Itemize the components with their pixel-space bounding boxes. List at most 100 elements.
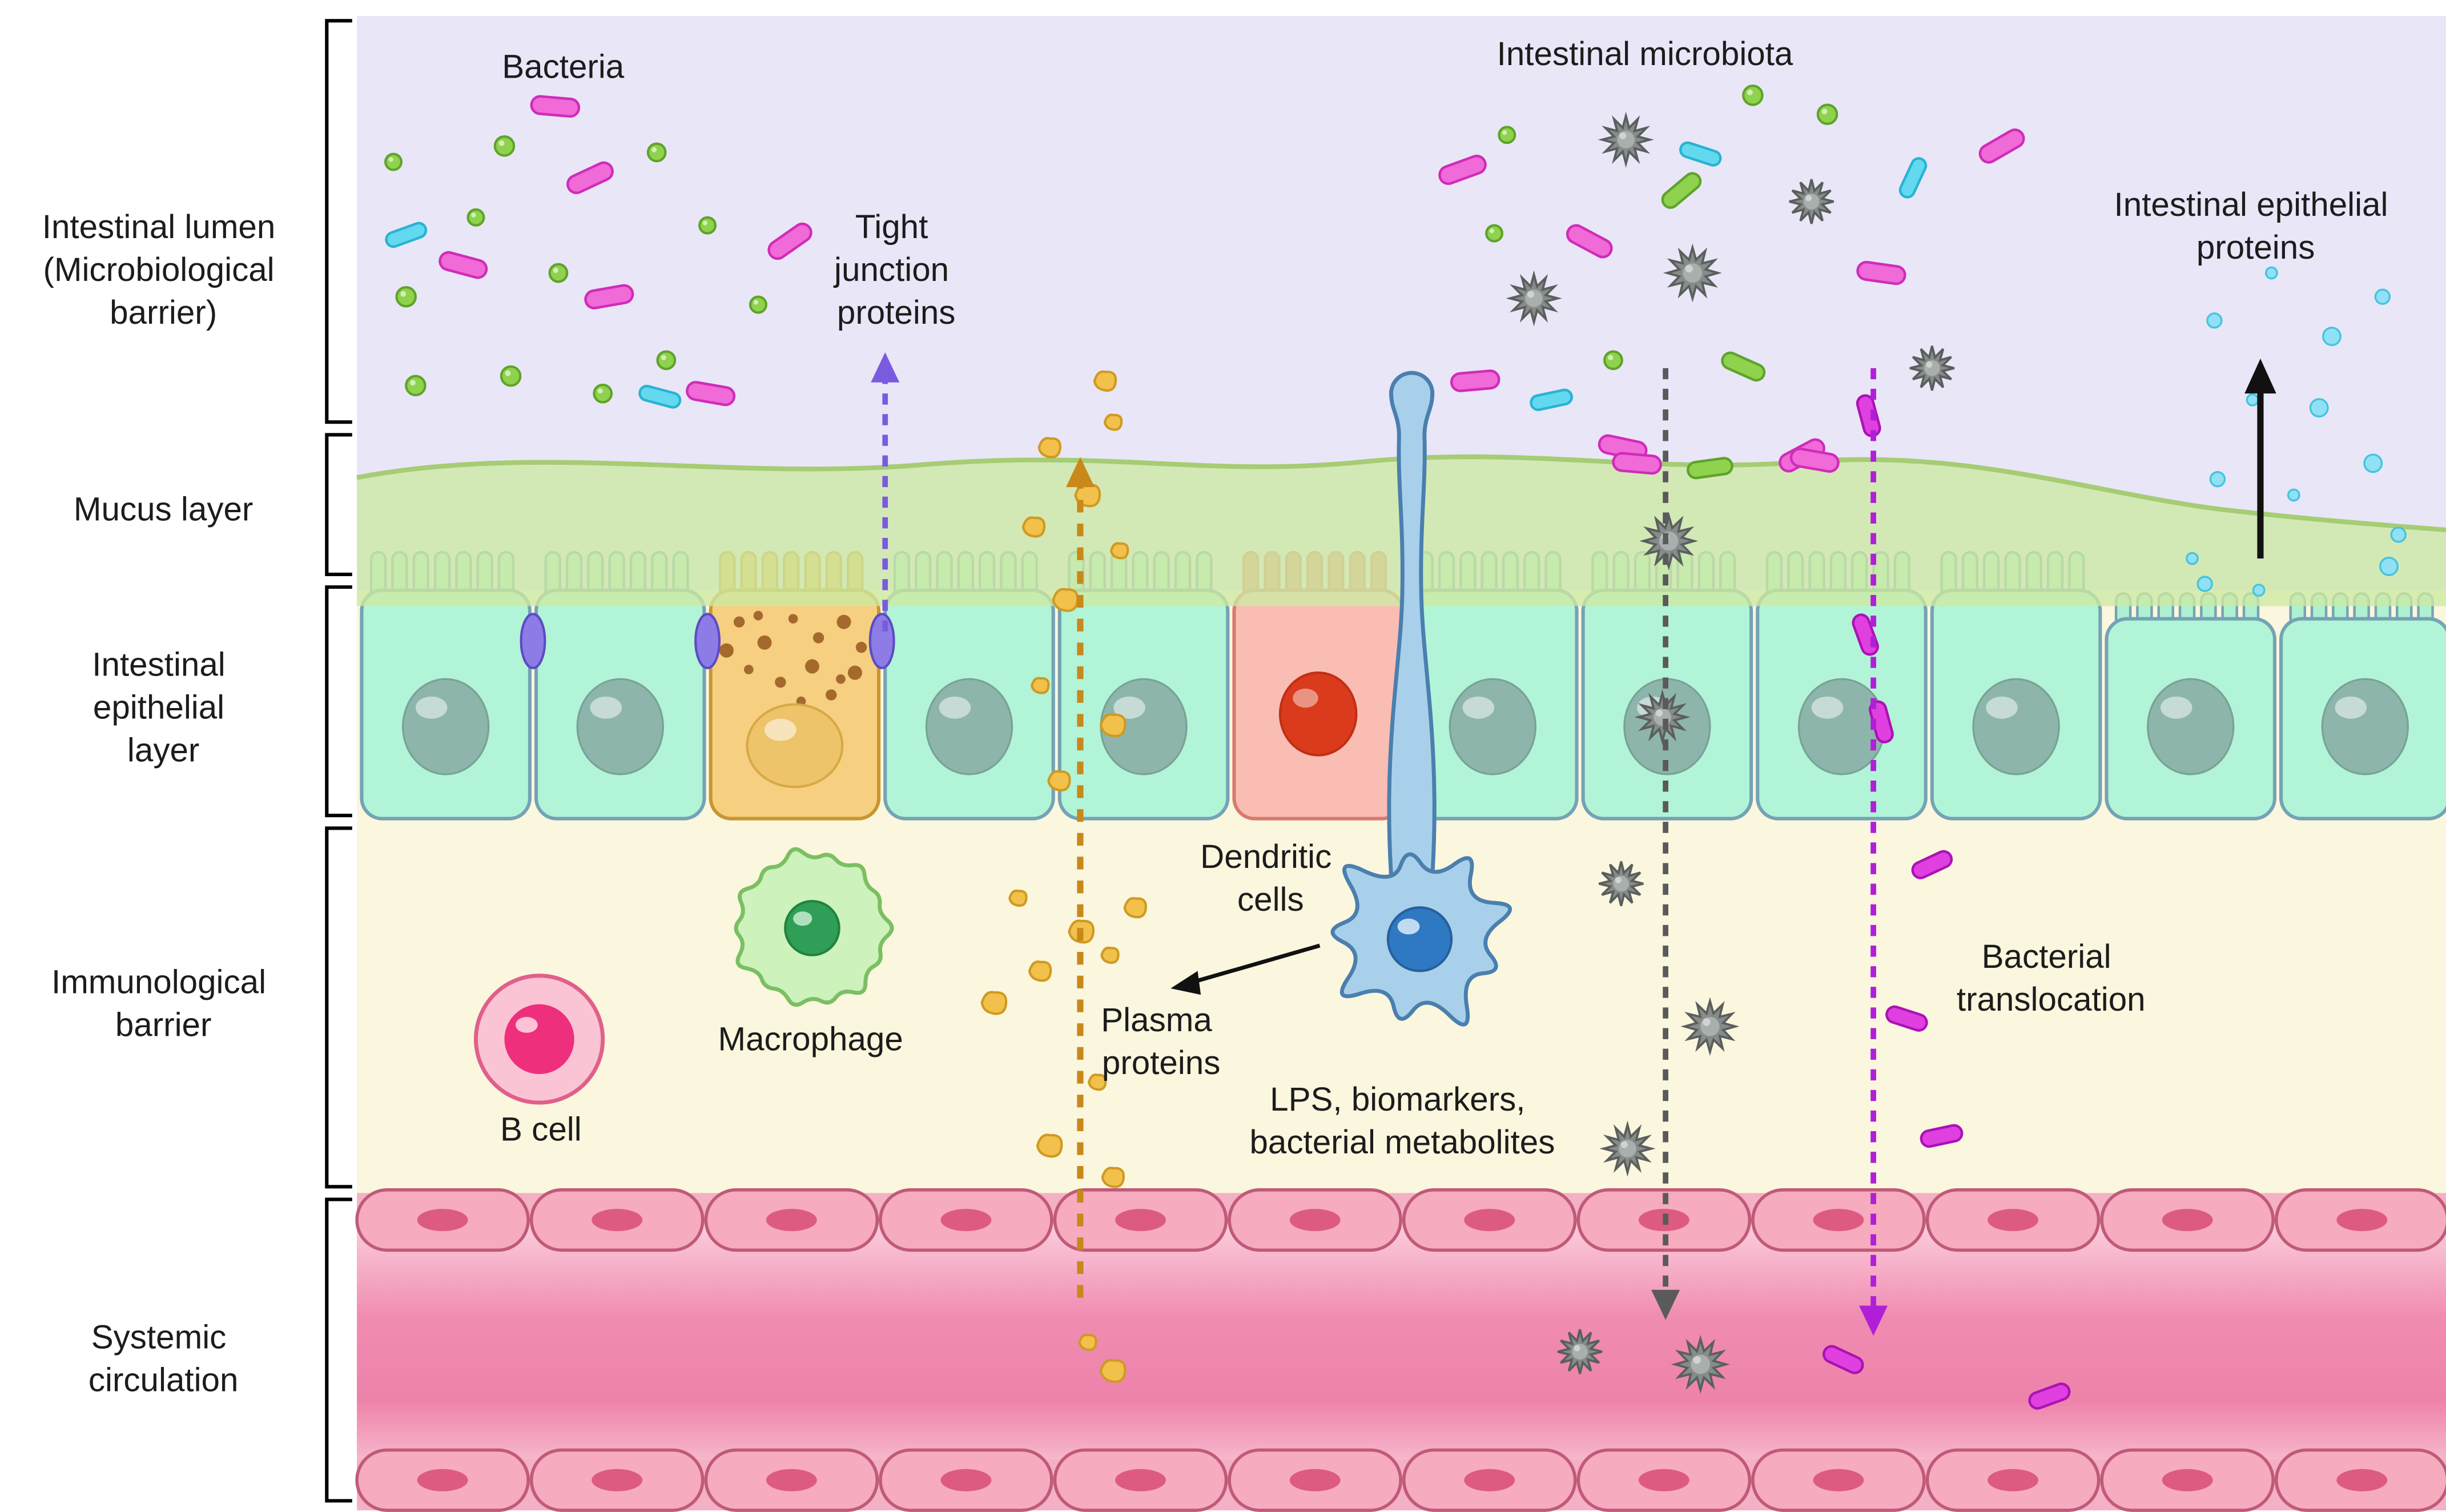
coccus-highlight bbox=[471, 212, 476, 218]
annotation-labels: Bacteria Intestinal microbiota Intestina… bbox=[500, 35, 2388, 1161]
granule bbox=[826, 689, 837, 701]
cell-nucleus bbox=[1115, 1469, 1166, 1491]
bacterium-coccus bbox=[1816, 103, 1838, 125]
coccus-highlight bbox=[553, 267, 558, 274]
microbe-center bbox=[1683, 263, 1703, 283]
immune-cells bbox=[473, 371, 1512, 1105]
label-line: Plasma bbox=[1101, 1002, 1212, 1039]
epithelial-protein-dot bbox=[2246, 393, 2259, 407]
coccus-body bbox=[466, 208, 485, 227]
vessel-lumen bbox=[357, 1221, 2446, 1460]
epithelial-protein-dot bbox=[2390, 526, 2407, 543]
gray-microbe bbox=[1909, 345, 1955, 391]
dendritic-cell-process bbox=[1387, 371, 1437, 878]
plasma-protein bbox=[1036, 1133, 1063, 1158]
bacterium-coccus bbox=[593, 383, 613, 404]
dendritic-pointer-line bbox=[1192, 943, 1321, 984]
bacterium-rod-pink bbox=[530, 95, 581, 118]
endothelial-cell bbox=[2274, 1188, 2446, 1252]
nucleus-highlight bbox=[2160, 696, 2192, 719]
microbe-highlight bbox=[1619, 132, 1627, 139]
endothelial-cell bbox=[529, 1188, 705, 1252]
coccus-highlight bbox=[1747, 89, 1753, 95]
cell-nucleus bbox=[2147, 678, 2235, 775]
gray-microbe bbox=[1789, 179, 1834, 224]
plasma-protein bbox=[1031, 677, 1050, 694]
coccus-highlight bbox=[409, 380, 416, 386]
plasma-protein bbox=[1047, 770, 1071, 792]
coccus-body bbox=[698, 216, 717, 235]
gray-microbe bbox=[1506, 270, 1562, 327]
cell-nucleus bbox=[2162, 1209, 2213, 1232]
label-dendritic-cells: Dendritic cells bbox=[1200, 838, 1341, 918]
nucleus-highlight bbox=[939, 696, 971, 719]
plasma-protein bbox=[980, 991, 1008, 1015]
plasma-protein bbox=[1100, 946, 1120, 964]
cell-nucleus bbox=[2336, 1209, 2388, 1232]
tight-junction-protein bbox=[868, 613, 895, 669]
endothelial-cell bbox=[1228, 1448, 1402, 1512]
endothelial-cell bbox=[2100, 1188, 2275, 1252]
plasma-protein bbox=[1103, 413, 1123, 431]
translocating-bacterium bbox=[1920, 1124, 1964, 1148]
microbe-center bbox=[1525, 289, 1543, 307]
epithelial-protein-dot bbox=[2209, 471, 2226, 488]
label-b-cell: B cell bbox=[500, 1111, 582, 1148]
label-lps: LPS, biomarkers, bacterial metabolites bbox=[1249, 1081, 1555, 1161]
coccus-body bbox=[1816, 103, 1838, 125]
cell-nucleus bbox=[592, 1469, 643, 1491]
plasma-protein bbox=[1052, 588, 1079, 612]
coccus-highlight bbox=[498, 140, 505, 146]
label-line: LPS, biomarkers, bbox=[1270, 1081, 1525, 1118]
bracket-mucus bbox=[325, 433, 352, 576]
granule bbox=[804, 659, 819, 674]
translocating-bacterium bbox=[2028, 1382, 2071, 1410]
microbe-highlight bbox=[1615, 876, 1622, 883]
bacterium-rod-green bbox=[1661, 172, 1702, 209]
plasma-proteins-arrowhead bbox=[1065, 457, 1095, 488]
plasma-protein bbox=[1028, 960, 1052, 982]
label-intestinal-microbiota: Intestinal microbiota bbox=[1497, 35, 1793, 73]
endothelial-cell bbox=[355, 1448, 530, 1512]
endothelial-cell bbox=[1402, 1448, 1577, 1512]
label-line: Systemic bbox=[91, 1319, 227, 1356]
coccus-highlight bbox=[1489, 228, 1495, 234]
coccus-highlight bbox=[661, 355, 666, 360]
cell-nucleus bbox=[766, 1209, 817, 1232]
layer-label-panel: Intestinal lumen (Microbiological barrie… bbox=[42, 19, 352, 1503]
label-line: junction bbox=[833, 251, 949, 288]
bacterium-coccus bbox=[493, 135, 516, 157]
plasma-protein bbox=[1008, 889, 1028, 907]
cell-nucleus bbox=[2162, 1469, 2213, 1491]
plasma-protein bbox=[1093, 370, 1117, 392]
nucleus-highlight bbox=[765, 718, 796, 741]
bacterium-coccus bbox=[405, 375, 427, 397]
bacterium-rod-cyan bbox=[1898, 157, 1928, 199]
cell-nucleus bbox=[1289, 1209, 1341, 1232]
endothelial-cell bbox=[355, 1188, 530, 1252]
microbe-highlight bbox=[1693, 1356, 1701, 1364]
label-line: layer bbox=[127, 732, 199, 769]
microbe-center bbox=[1572, 1344, 1588, 1360]
plasma-protein bbox=[1078, 1333, 1097, 1351]
nucleus-highlight bbox=[1113, 696, 1145, 719]
cell-nucleus bbox=[940, 1469, 992, 1491]
label-bacteria: Bacteria bbox=[502, 48, 625, 85]
microbe-center bbox=[1617, 131, 1635, 148]
b-cell-highlight bbox=[515, 1017, 538, 1033]
layer-label-systemic: Systemic circulation bbox=[88, 1319, 239, 1399]
plasma-protein bbox=[1099, 1358, 1127, 1383]
bacterium-rod-pink bbox=[1789, 447, 1840, 473]
microbes-and-proteins bbox=[384, 85, 2407, 1410]
nucleus-highlight bbox=[2335, 696, 2367, 719]
dendritic-nucleus-highlight bbox=[1397, 918, 1420, 935]
translocating-bacterium bbox=[1885, 1005, 1928, 1032]
cell-nucleus bbox=[2321, 678, 2409, 775]
endothelial-cell bbox=[529, 1448, 705, 1512]
label-tight-junction-proteins: Tight junction proteins bbox=[833, 208, 958, 331]
cell-nucleus bbox=[940, 1209, 992, 1232]
bacterium-rod-cyan bbox=[1530, 388, 1573, 411]
gray-microbe bbox=[1663, 243, 1722, 303]
cell-nucleus bbox=[1289, 1469, 1341, 1491]
